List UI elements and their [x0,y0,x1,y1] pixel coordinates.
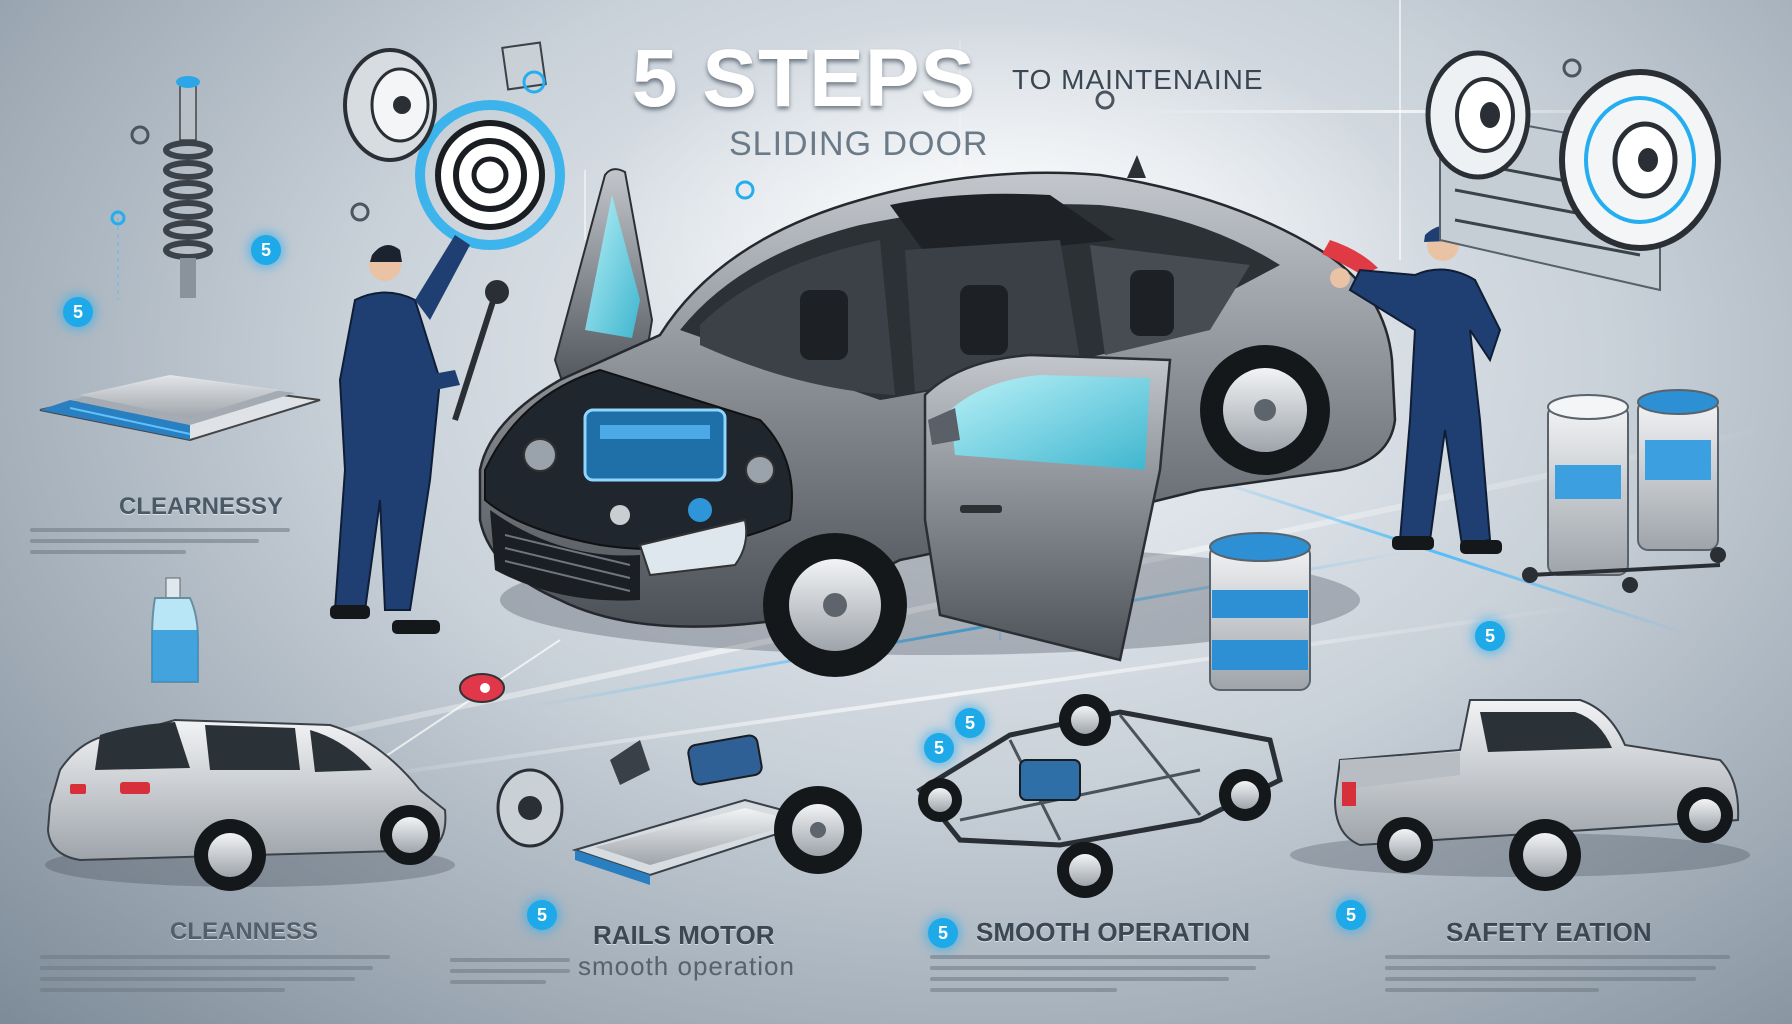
placeholder-text-lines [40,955,390,999]
radiator-icon [496,734,862,885]
placeholder-text-lines [930,955,1270,999]
page-title: 5 STEPS TO MAINTENAINE [632,34,1332,124]
step-badge: 5 [527,900,557,930]
pulley-icon [343,48,437,162]
step-label-smooth-operation: SMOOTH OPERATION [976,917,1250,947]
spring-icon [163,76,213,298]
step-badge: 5 [955,708,985,738]
step-label-cleanness: CLEANNESS [170,918,319,945]
placeholder-text-lines [450,958,570,991]
step-badge: 5 [1475,621,1505,651]
placeholder-text-lines [30,528,290,561]
cabin-filter-icon [39,375,321,442]
step-label-smooth-operation-lower: smooth operation [578,951,795,981]
pickup-truck-icon [1290,699,1750,891]
step-label-rails-motor: RAILS MOTOR [593,920,775,950]
step-badge: 5 [63,297,93,327]
oil-barrel-icon [1522,389,1726,593]
suv-car-icon [45,718,455,891]
page-subtitle: SLIDING DOOR [729,125,989,163]
fluid-bottle-icon [151,577,199,683]
placeholder-text-lines [1385,955,1730,999]
step-badge: 5 [928,918,958,948]
step-badge: 5 [1336,900,1366,930]
step-badge: 5 [251,235,281,265]
title-secondary: TO MAINTENAINE [1012,64,1264,95]
step-label-safety-eation: SAFETY EATION [1446,917,1652,947]
car-chassis-icon [916,694,1283,898]
step-label-clearnessy: CLEARNESSY [119,493,284,520]
title-primary: 5 STEPS [632,33,977,124]
step-badge: 5 [924,733,954,763]
oil-barrel-icon [1209,532,1311,691]
